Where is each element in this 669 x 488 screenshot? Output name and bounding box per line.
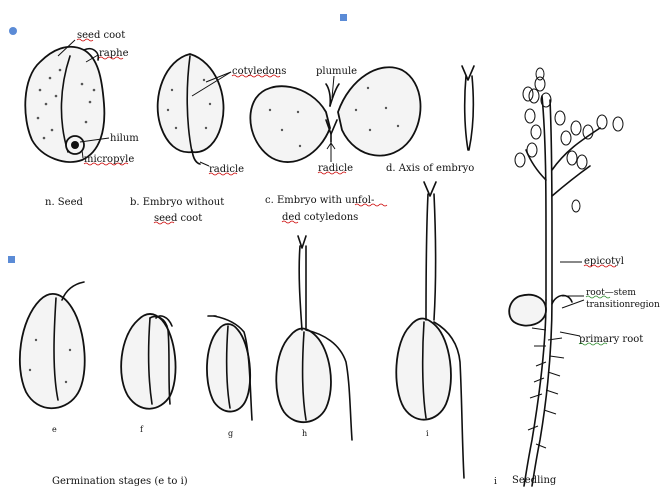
germination-stage-e <box>20 282 85 408</box>
seedling-drawing <box>509 68 623 486</box>
caption-seedling: Seedling <box>512 475 557 486</box>
label-root-stem: root—stem <box>586 288 636 298</box>
label-raphe: raphe <box>99 48 129 59</box>
leaflets <box>515 68 623 212</box>
label-seed-coat: seed coot <box>77 30 125 41</box>
embryo-axis-drawing <box>462 66 474 150</box>
caption-a: n. Seed <box>45 197 83 208</box>
circle-bullet-icon <box>9 27 17 35</box>
label-hilum: hilum <box>110 133 139 144</box>
embryo-without-seed-coat-drawing <box>158 54 231 166</box>
caption-d: d. Axis of embryo <box>386 163 474 174</box>
caption-b-line1: b. Embryo without <box>130 197 224 208</box>
caption-seedling-index: i <box>494 477 497 487</box>
caption-b-line2: seed coot <box>154 213 202 224</box>
label-epicotyl: epicotyl <box>584 256 624 267</box>
embryo-unfolded-cotyledons-drawing <box>250 67 420 162</box>
seed-drawing <box>25 40 109 162</box>
caption-g: g <box>228 429 233 438</box>
label-plumule: plumule <box>316 66 357 77</box>
caption-h: h <box>302 429 307 438</box>
germination-stage-g <box>207 316 252 420</box>
square-bullet-icon <box>8 256 15 263</box>
caption-i-stage: i <box>426 429 429 438</box>
label-transition-region: transitionregion <box>586 300 660 310</box>
germination-stage-h <box>276 236 352 440</box>
caption-f: f <box>140 425 144 434</box>
caption-germination-stages: Germination stages (e to i) <box>52 476 188 487</box>
caption-e: e <box>52 425 57 434</box>
square-bullet-icon <box>340 14 347 21</box>
germination-stage-i <box>396 182 464 478</box>
germination-stage-f <box>121 314 175 409</box>
